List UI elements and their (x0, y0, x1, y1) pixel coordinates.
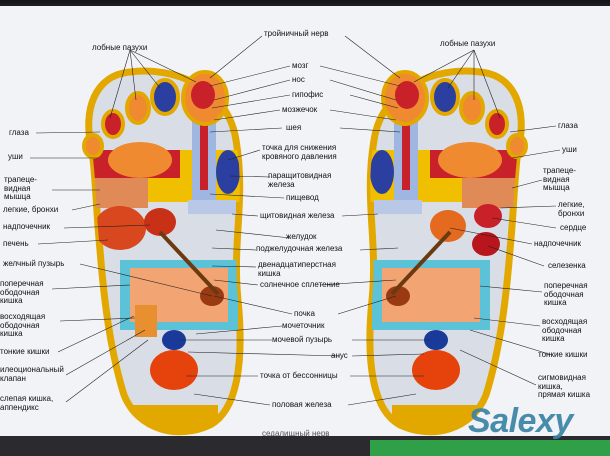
bottom-cut-label: седалищный нерв (262, 429, 330, 438)
right-descending-colon-label: восходящая ободочная кишка (542, 317, 588, 343)
leader-lines (30, 35, 561, 406)
left-ascending-colon-label: восходящая ободочная кишка (0, 312, 46, 338)
brain-label: мозг (292, 61, 309, 70)
duodenum-label: двенадцатиперстная кишка (258, 260, 336, 278)
right-small-intestine-label: тонкие кишки (538, 350, 588, 359)
cerebellum-label: мозжечок (282, 105, 318, 114)
left-ears-label: уши (8, 152, 23, 161)
blood-pressure-label: точка для снижения кровяного давления (262, 143, 337, 161)
left-eyes-label: глаза (9, 128, 29, 137)
left-adrenal-label: надпочечник (3, 222, 51, 231)
right-trapezius-label: трапеце- видная мышца (543, 166, 576, 192)
right-eyes-label: глаза (558, 121, 578, 130)
stomach-label: желудок (286, 232, 317, 241)
ureter-label: мочеточник (282, 321, 325, 330)
left-ileocecal-label: илеоциональный клапан (0, 365, 64, 383)
left-liver-label: печень (3, 239, 29, 248)
left-trapezius-label: трапеце- видная мышца (4, 175, 37, 201)
left-foot (82, 67, 244, 436)
right-transverse-colon-label: поперечная ободочная кишка (544, 281, 588, 307)
kidney-label: почка (294, 309, 315, 318)
right-adrenal-label: надпочечник (534, 239, 582, 248)
right-spleen-label: селезенка (548, 261, 586, 270)
right-foot (366, 67, 528, 436)
parathyroid-label: паращитовидная железа (268, 171, 332, 189)
solar-plexus-label: солнечное сплетение (260, 280, 340, 289)
trigeminal-label: тройничный нерв (264, 29, 329, 38)
left-small-intestine-label: тонкие кишки (0, 347, 50, 356)
left-gallbladder-label: желчный пузырь (3, 259, 65, 268)
thyroid-label: щитовидная железа (260, 211, 335, 220)
neck-label: шея (286, 123, 302, 132)
pancreas-label: поджелудочная железа (256, 244, 343, 253)
left-cecum-label: слепая кишка, аппендикс (0, 394, 54, 412)
esophagus-label: пищевод (286, 193, 319, 202)
salexy-watermark: Salexy (468, 402, 573, 440)
right-sigmoid-label: сигмовидная кишка, прямая кишка (538, 373, 591, 399)
gonad-label: половая железа (272, 400, 332, 409)
right-sinuses-label: лобные пазухи (440, 39, 496, 48)
pituitary-label: гипофис (292, 90, 324, 99)
green-strip (370, 440, 610, 456)
insomnia-label: точка от бессонницы (260, 371, 338, 380)
left-transverse-colon-label: поперечная ободочная кишка (0, 279, 44, 305)
left-lungs-label: легкие, бронхи (3, 205, 59, 214)
anus-label: анус (331, 351, 348, 360)
right-ears-label: уши (562, 145, 577, 154)
nose-label: нос (292, 75, 305, 84)
bladder-label: мочевой пузырь (272, 335, 333, 344)
right-lungs-label: легкие, бронхи (558, 200, 585, 218)
right-heart-label: сердце (560, 223, 587, 232)
left-sinuses-label: лобные пазухи (92, 43, 148, 52)
